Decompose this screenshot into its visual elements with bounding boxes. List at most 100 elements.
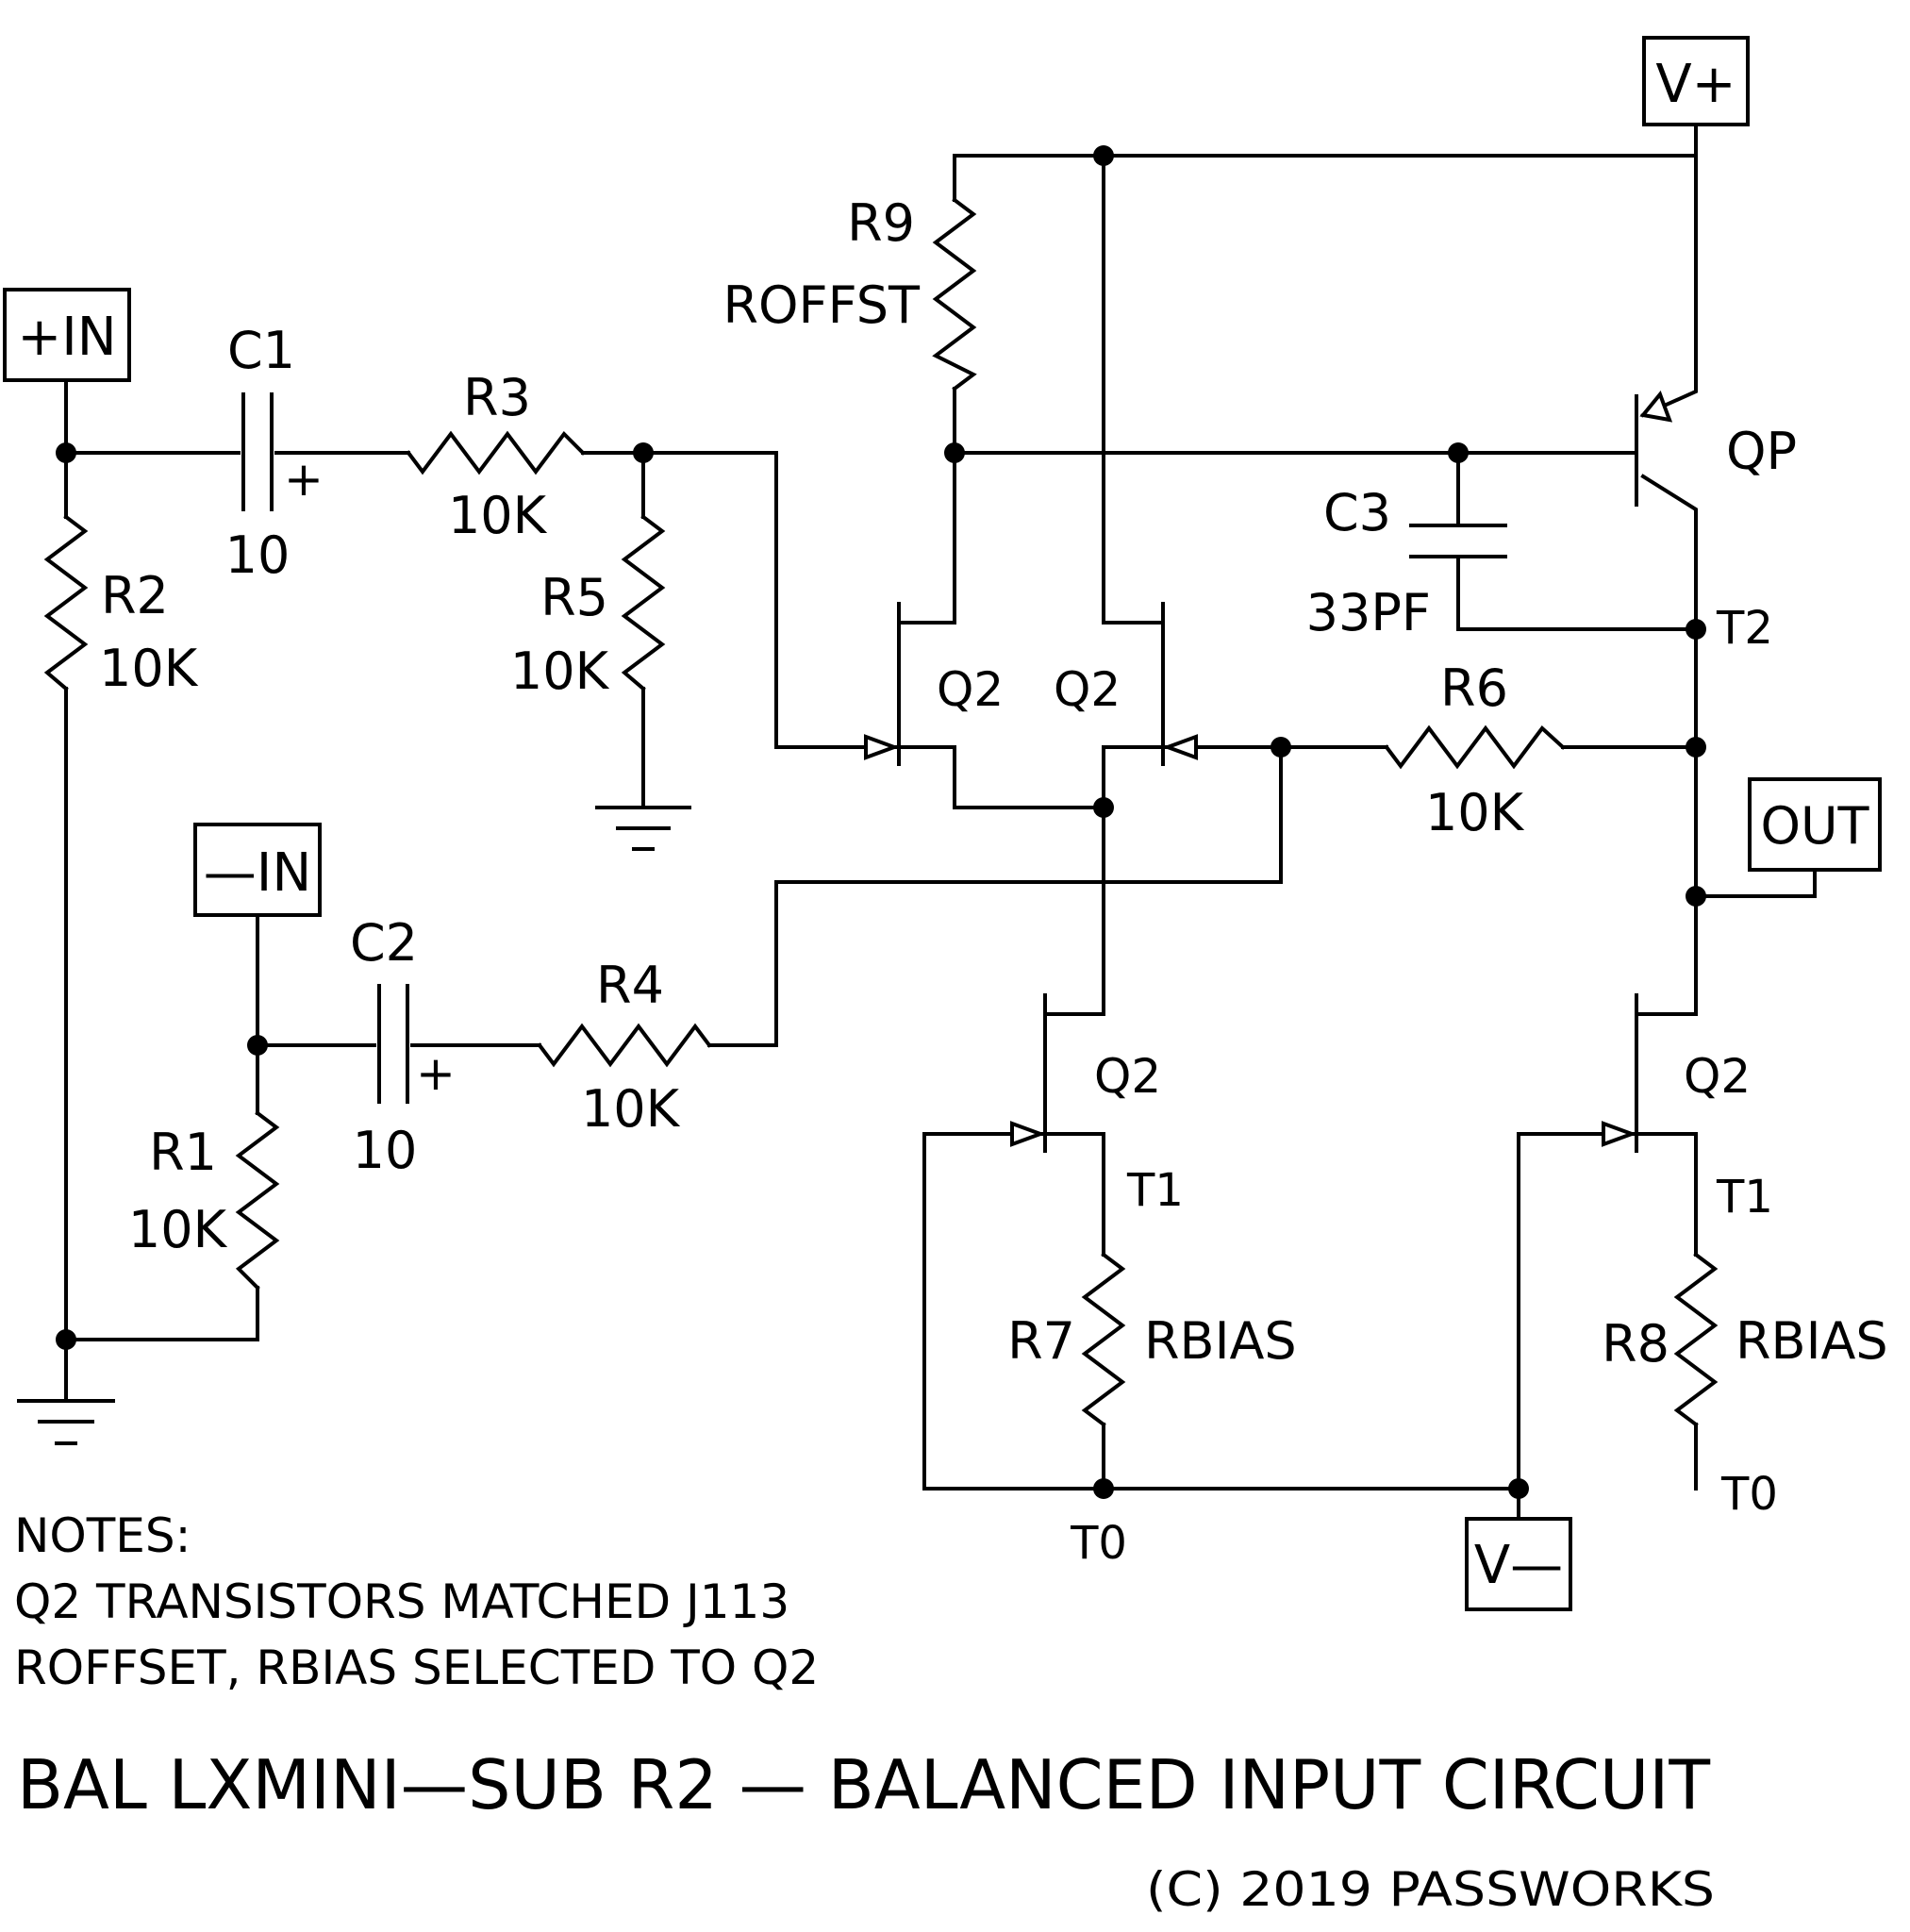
resistor-r3 (406, 430, 586, 475)
q2-bias-left-gate-arrow (1010, 1121, 1046, 1147)
terminal-t2: T2 (1716, 602, 1773, 655)
r9-value: ROFFST (723, 275, 921, 335)
wire-q2-right-source (1043, 745, 1165, 1016)
c1-ref: C1 (227, 321, 295, 380)
notes-block: NOTES: Q2 TRANSISTORS MATCHED J113 ROFFS… (14, 1508, 819, 1695)
ports: +IN —IN V+ OUT V— (3, 36, 1882, 1611)
wire-q2-bias-left-source (1043, 1132, 1105, 1257)
wire-q2-bias-right-source (1635, 1132, 1698, 1257)
junctions (56, 145, 1706, 1499)
resistor-r9 (932, 197, 977, 391)
port-out-box (1748, 777, 1882, 872)
r2-value: 10K (99, 639, 199, 698)
r5-value: 10K (510, 641, 610, 701)
q2-input-right-gate-arrow (1162, 734, 1198, 760)
r1-value: 10K (128, 1200, 228, 1259)
r3-ref: R3 (463, 368, 531, 427)
notes-heading: NOTES: (14, 1508, 191, 1563)
qp-emitter-arrow (1639, 391, 1673, 423)
wire-r3-to-q2-left-gate (581, 451, 868, 749)
r1-ref: R1 (149, 1123, 217, 1182)
wire-plus-in-node (64, 378, 241, 455)
wire-ground-node (64, 1286, 259, 1341)
r2-ref: R2 (101, 566, 169, 625)
wire-vplus-rail (953, 123, 1698, 202)
wire-bias-left-loop (922, 1132, 1520, 1491)
wire-bias-right-loop (1517, 1132, 1605, 1491)
terminal-labels: T2 T1 T1 T0 T0 (1070, 602, 1778, 1570)
r4-value: 10K (581, 1079, 681, 1139)
resistor-r8 (1673, 1252, 1719, 1427)
junction-ground (56, 1329, 76, 1350)
port-plus-in-label: +IN (17, 307, 116, 368)
resistor-r6 (1384, 724, 1566, 770)
ground-symbol-main (17, 1399, 115, 1445)
capacitors (241, 392, 1507, 1104)
junction-t2 (1686, 619, 1706, 640)
r6-ref: R6 (1440, 658, 1508, 718)
q2-input-left-ref: Q2 (937, 662, 1004, 717)
resistors (43, 197, 1719, 1427)
q2-bias-right-ref: Q2 (1684, 1049, 1751, 1104)
resistor-r1 (235, 1110, 280, 1291)
wire-qp-collector (1640, 474, 1698, 700)
c3-value: 33PF (1306, 583, 1431, 642)
copyright: (C) 2019 PASSWORKS (1146, 1862, 1715, 1917)
terminal-t1-right: T1 (1716, 1171, 1773, 1224)
junction-minus-in (247, 1035, 268, 1056)
terminal-t1-left: T1 (1126, 1164, 1184, 1217)
r8-value: RBIAS (1736, 1311, 1888, 1371)
r7-value: RBIAS (1144, 1311, 1297, 1371)
junction-r9-base (944, 442, 965, 463)
drawing-title: BAL LXMINI—SUB R2 — BALANCED INPUT CIRCU… (17, 1745, 1711, 1824)
port-vplus-box (1642, 36, 1750, 126)
wire-r4-to-q2-right-gate (707, 745, 1283, 1047)
c1-value: 10 (225, 525, 291, 585)
r7-ref: R7 (1007, 1311, 1075, 1371)
wires (64, 123, 1817, 1521)
resistor-r7 (1081, 1252, 1126, 1427)
junction-r3-r5 (633, 442, 654, 463)
wire-q2-left-source (897, 745, 1105, 809)
junction-sources (1093, 797, 1114, 818)
q2-bias-left-ref: Q2 (1094, 1049, 1161, 1104)
junction-vminus (1508, 1478, 1529, 1499)
wire-c3-bottom (1456, 555, 1698, 631)
transistors (864, 391, 1673, 1153)
port-vplus-label: V+ (1655, 54, 1736, 115)
notes-line-2: ROFFSET, RBIAS SELECTED TO Q2 (14, 1641, 819, 1695)
port-plus-in-box (3, 288, 131, 382)
r8-ref: R8 (1602, 1314, 1669, 1374)
junction-out (1686, 886, 1706, 907)
resistor-r2 (43, 514, 89, 691)
port-out-label: OUT (1760, 796, 1869, 856)
terminal-t0-left: T0 (1070, 1517, 1127, 1570)
notes-line-1: Q2 TRANSISTORS MATCHED J113 (14, 1574, 789, 1629)
junction-r6-right (1686, 737, 1706, 758)
junction-vplus-rail (1093, 145, 1114, 166)
wire-output-column (1635, 696, 1698, 1016)
port-vminus-box (1465, 1517, 1572, 1611)
r5-ref: R5 (540, 568, 608, 627)
capacitor-c1 (241, 392, 274, 511)
junction-plus-in (56, 442, 76, 463)
c1-polarity: + (284, 452, 324, 507)
c2-ref: C2 (350, 913, 418, 973)
c2-value: 10 (353, 1121, 418, 1180)
capacitor-c3 (1409, 524, 1507, 558)
resistor-r4 (537, 1023, 712, 1068)
wire-out-port (1694, 868, 1817, 898)
port-vminus-label: V— (1474, 1535, 1563, 1596)
c2-polarity: + (416, 1046, 456, 1101)
r6-value: 10K (1425, 783, 1525, 842)
ground-symbol-r5 (595, 806, 691, 851)
ground-symbols (17, 806, 691, 1445)
terminal-t0-right: T0 (1720, 1468, 1778, 1521)
q2-bias-right-gate-arrow (1602, 1121, 1637, 1147)
capacitor-c2 (377, 984, 409, 1104)
q2-input-left-gate-arrow (864, 734, 900, 760)
wire-r9-to-q2-left-drain (897, 451, 956, 625)
port-minus-in-label: —IN (204, 842, 311, 904)
port-minus-in-box (193, 823, 322, 917)
